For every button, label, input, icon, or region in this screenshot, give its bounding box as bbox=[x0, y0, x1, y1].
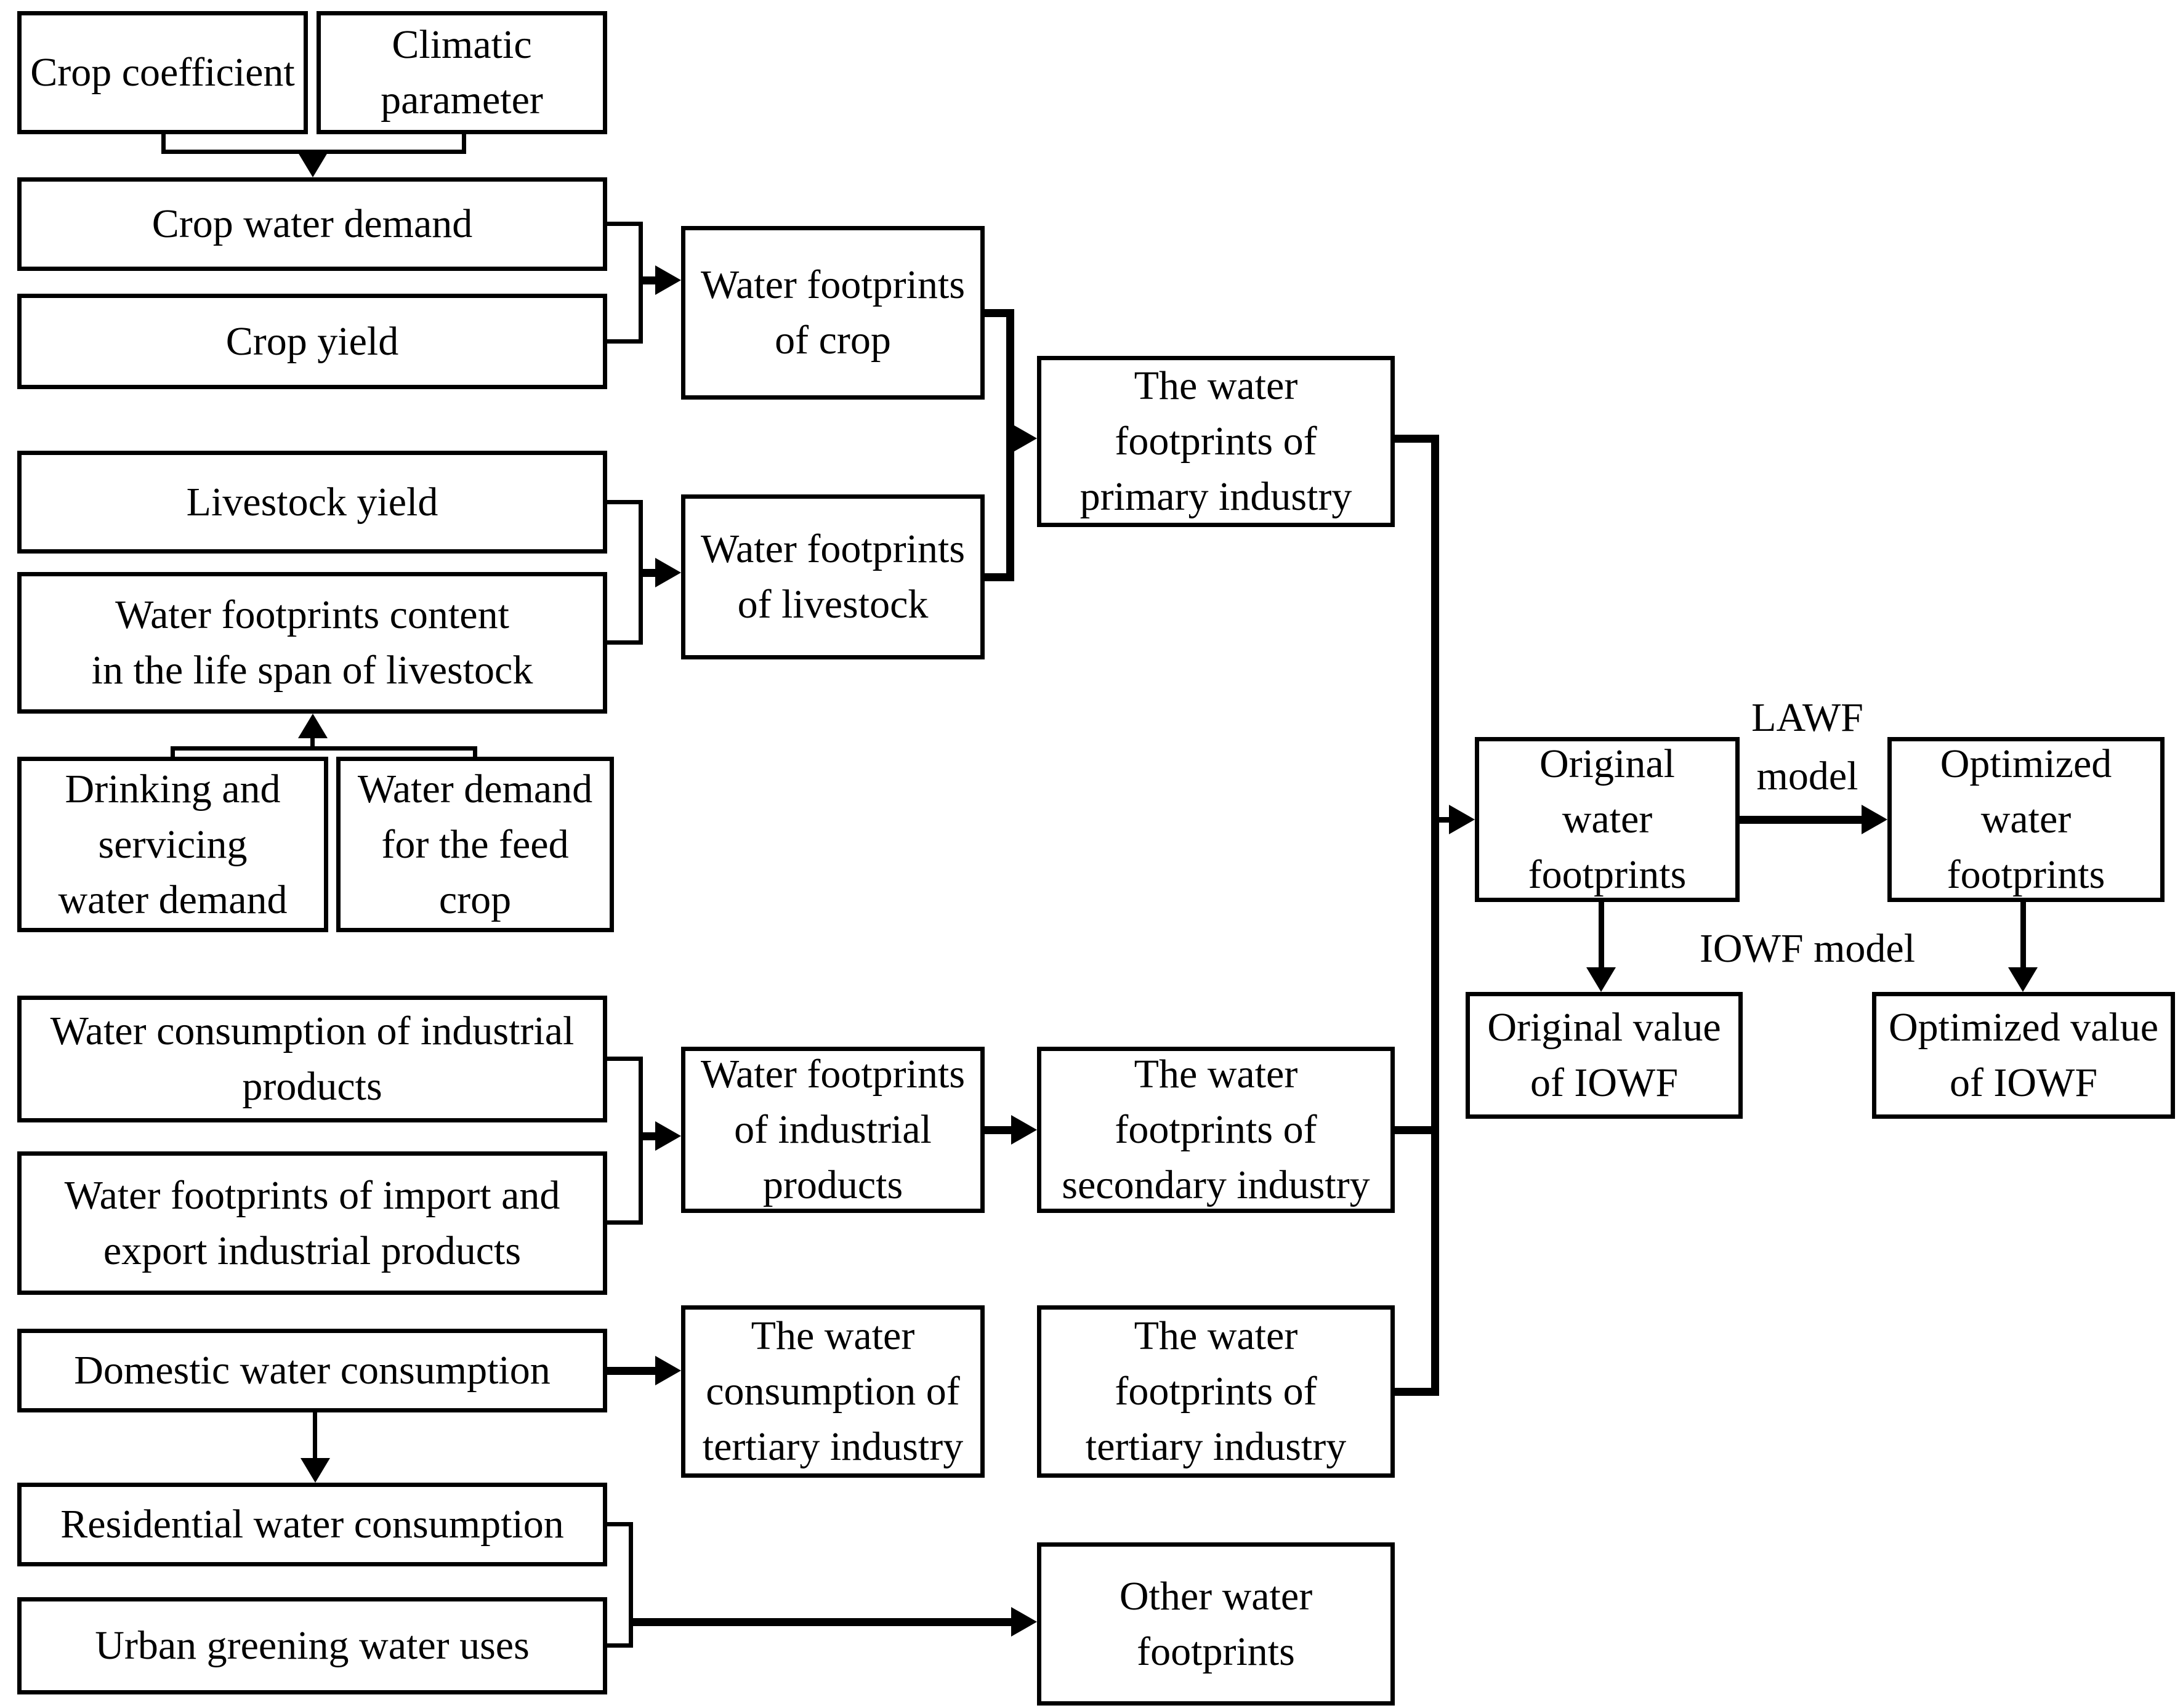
node-domestic-water-consumption: Domestic water consumption bbox=[17, 1329, 607, 1412]
edge-otherwf-arrowhead bbox=[1011, 1607, 1037, 1637]
edge-trunk-line bbox=[1431, 435, 1439, 1396]
node-crop-coefficient: Crop coefficient bbox=[17, 11, 308, 134]
node-tertiary-industry-footprints: The water footprints of tertiary industr… bbox=[1037, 1305, 1395, 1478]
edge-feed-bracket-line bbox=[171, 746, 477, 751]
edge-climatic-bracket-line bbox=[462, 134, 466, 154]
edge-residential-arrowhead bbox=[301, 1458, 330, 1483]
edge-wfcontent-stub-line bbox=[607, 640, 643, 645]
edge-primary-trunk-line bbox=[1395, 435, 1439, 443]
node-crop-water-demand: Crop water demand bbox=[17, 177, 607, 271]
edge-originalvalue-arrow-stem bbox=[1599, 902, 1604, 971]
edge-otherwf-arrow-stem bbox=[629, 1618, 1016, 1626]
edge-originalvalue-arrowhead bbox=[1586, 967, 1616, 992]
node-livestock-yield: Livestock yield bbox=[17, 451, 607, 554]
node-original-water-footprints: Original water footprints bbox=[1475, 737, 1740, 902]
edge-tertiary-trunk-line bbox=[1395, 1388, 1439, 1396]
edge-wfindustrial-arrowhead bbox=[655, 1121, 681, 1151]
node-optimized-water-footprints: Optimized water footprints bbox=[1887, 737, 2165, 902]
node-climatic-parameter: Climatic parameter bbox=[317, 11, 607, 134]
edge-wfcrop-arrowhead bbox=[655, 265, 681, 295]
node-water-footprints-of-crop: Water footprints of crop bbox=[681, 226, 985, 400]
edge-optimizedwf-arrow-stem bbox=[1740, 816, 1866, 824]
node-urban-greening-water-uses: Urban greening water uses bbox=[17, 1597, 607, 1694]
node-tertiary-water-consumption: The water consumption of tertiary indust… bbox=[681, 1305, 985, 1478]
edge-drinking-bracket-line bbox=[171, 746, 175, 759]
edge-primary-bracket-line bbox=[1006, 309, 1014, 581]
node-residential-water-consumption: Residential water consumption bbox=[17, 1483, 607, 1566]
label-iowf-model: IOWF model bbox=[1699, 925, 1916, 971]
edge-importexport-stub-line bbox=[607, 1220, 643, 1225]
label-lawf-model: LAWF model bbox=[1751, 695, 1863, 799]
edge-primary-arrowhead bbox=[1011, 424, 1037, 453]
node-optimized-value-iowf: Optimized value of IOWF bbox=[1872, 992, 2175, 1119]
edge-residential-arrow-stem bbox=[313, 1412, 317, 1462]
edge-cropcoeff-bracket-line bbox=[161, 134, 166, 154]
edge-originalwf-arrowhead bbox=[1449, 805, 1475, 834]
edge-cropyield-stub-line bbox=[607, 339, 643, 344]
edge-industrial-stub-line bbox=[607, 1057, 643, 1061]
edge-optimizedwf-arrowhead bbox=[1862, 805, 1887, 834]
node-water-footprints-industrial-products: Water footprints of industrial products bbox=[681, 1047, 985, 1213]
edge-industrial-bracket-line bbox=[639, 1057, 643, 1225]
edge-other-bracket-line bbox=[629, 1522, 633, 1648]
edge-wflivestock-arrow-stem bbox=[639, 569, 658, 577]
edge-wfcontent-uparrow-stem bbox=[310, 735, 315, 751]
node-water-demand-feed-crop: Water demand for the feed crop bbox=[336, 757, 614, 932]
edge-wfcrop-arrow-stem bbox=[639, 276, 658, 284]
edge-wfcontent-uparrowhead bbox=[298, 714, 328, 738]
node-water-consumption-industrial: Water consumption of industrial products bbox=[17, 996, 607, 1122]
node-original-value-iowf: Original value of IOWF bbox=[1466, 992, 1743, 1119]
edge-urban-stub-line bbox=[607, 1643, 633, 1648]
node-other-water-footprints: Other water footprints bbox=[1037, 1542, 1395, 1706]
node-water-footprints-of-livestock: Water footprints of livestock bbox=[681, 494, 985, 659]
edge-row1-arrowhead bbox=[298, 153, 328, 177]
node-drinking-servicing-water-demand: Drinking and servicing water demand bbox=[17, 757, 328, 932]
node-primary-industry-footprints: The water footprints of primary industry bbox=[1037, 356, 1395, 527]
edge-tertiaryconsumption-arrow-stem bbox=[607, 1367, 659, 1375]
node-water-footprints-content-livestock: Water footprints content in the life spa… bbox=[17, 572, 607, 714]
edge-wflivestock-arrowhead bbox=[655, 558, 681, 587]
node-secondary-industry-footprints: The water footprints of secondary indust… bbox=[1037, 1047, 1395, 1213]
edge-secondary-arrow-stem bbox=[985, 1126, 1014, 1134]
node-crop-yield: Crop yield bbox=[17, 294, 607, 389]
edge-optimizedvalue-arrow-stem bbox=[2020, 902, 2026, 971]
edge-originalwf-arrow-stem bbox=[1435, 817, 1453, 823]
edge-cropwater-stub-line bbox=[607, 222, 643, 226]
edge-livestock-stub-line bbox=[607, 500, 643, 504]
edge-residential-stub-line bbox=[607, 1522, 633, 1526]
edge-optimizedvalue-arrowhead bbox=[2008, 967, 2038, 992]
node-water-footprints-import-export: Water footprints of import and export in… bbox=[17, 1151, 607, 1295]
edge-secondary-arrowhead bbox=[1011, 1115, 1037, 1145]
edge-wfindustrial-arrow-stem bbox=[639, 1132, 658, 1140]
edge-feedcrop-bracket-line bbox=[473, 746, 477, 759]
edge-secondary-trunk-line bbox=[1395, 1126, 1439, 1134]
edge-tertiaryconsumption-arrowhead bbox=[655, 1356, 681, 1385]
